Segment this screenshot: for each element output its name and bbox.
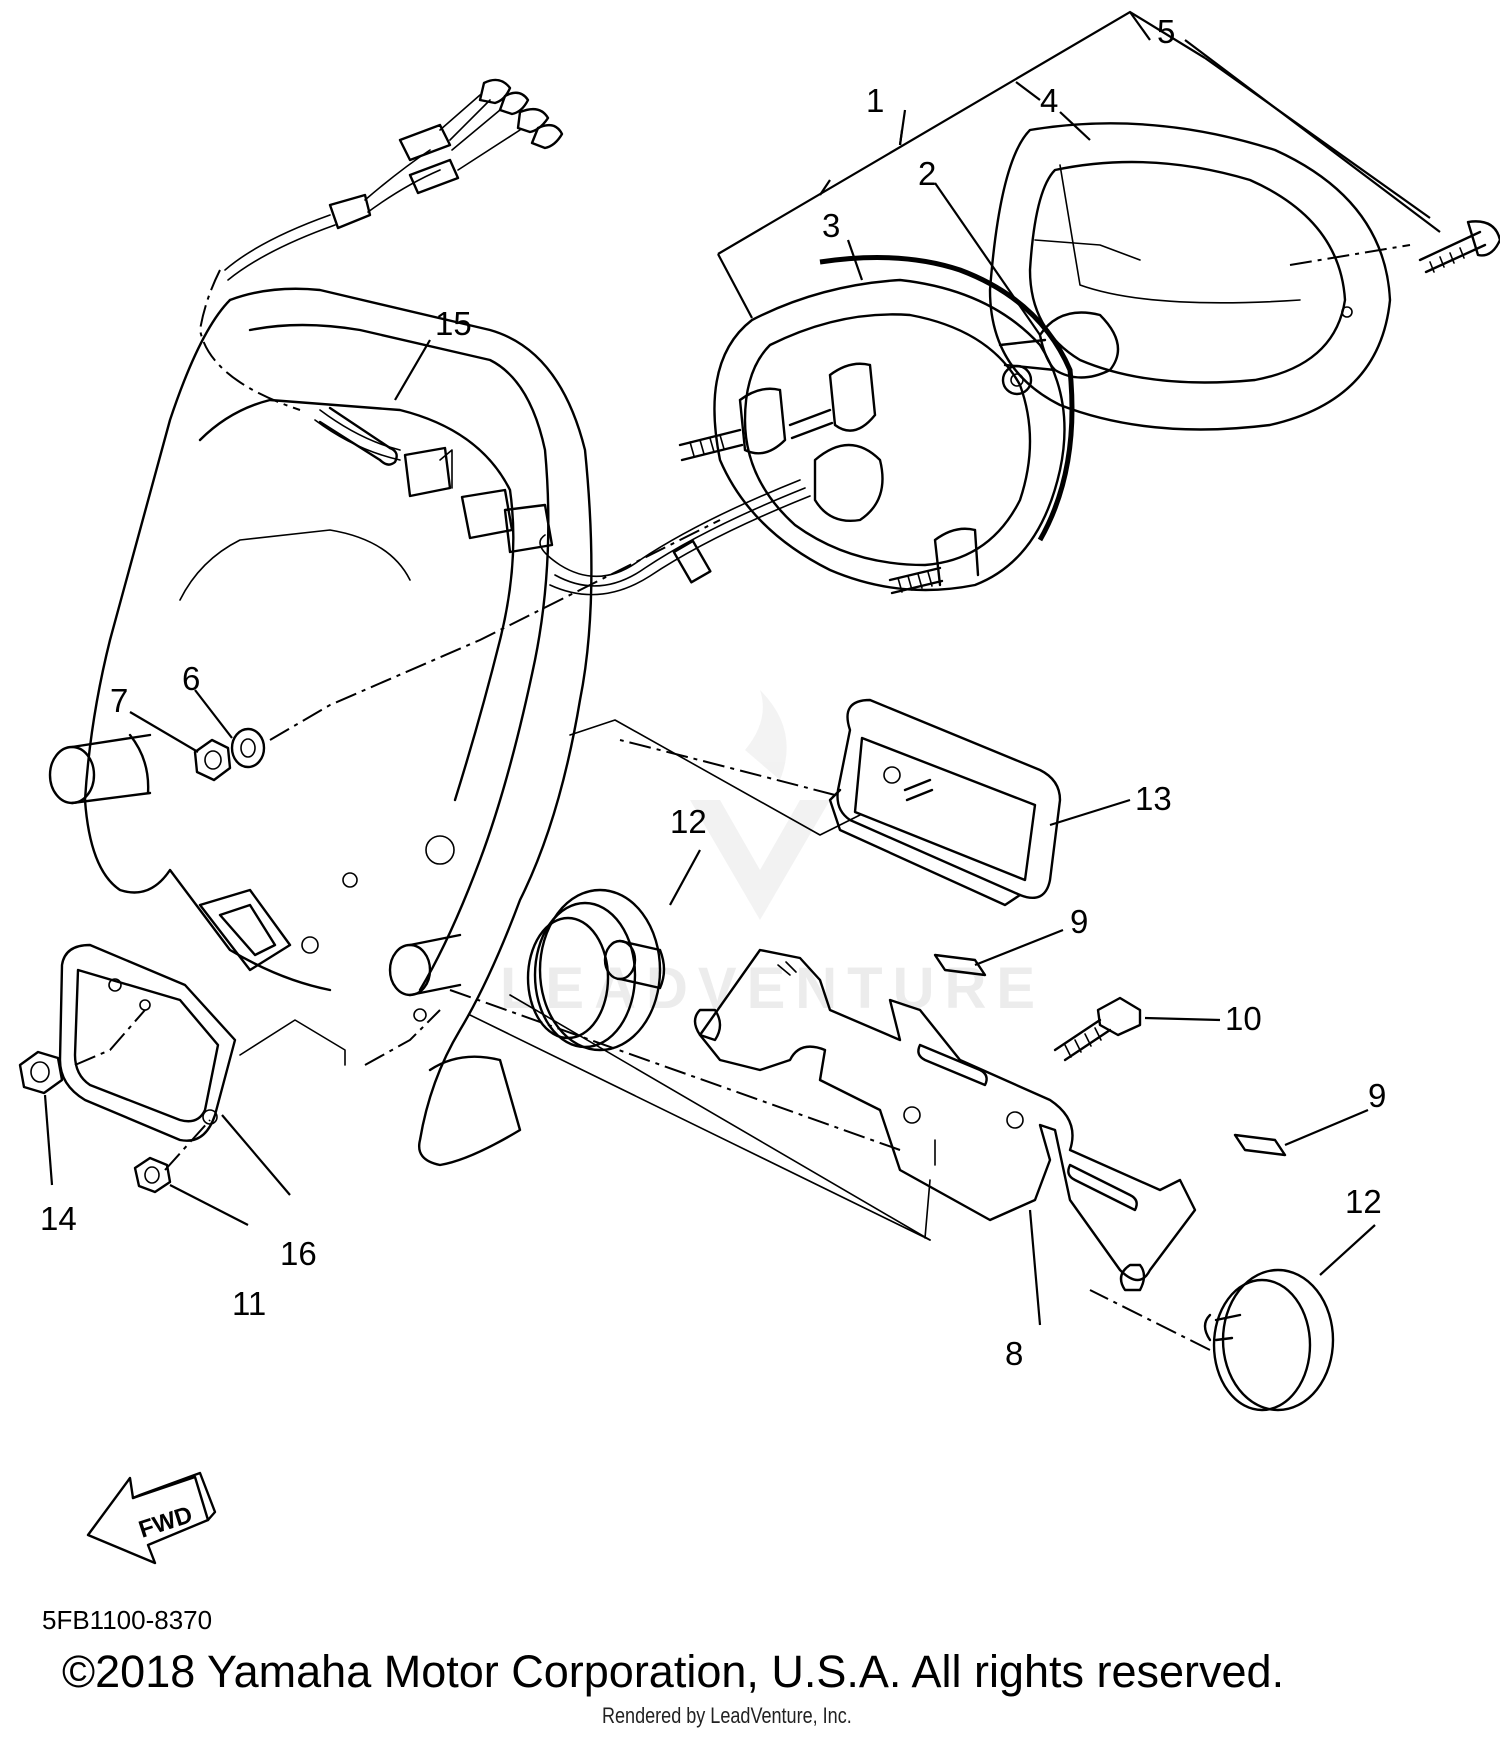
nut-part-14 — [18, 1050, 64, 1095]
callout-10: 10 — [1225, 1000, 1262, 1037]
tail-light-lens-part-4 — [988, 122, 1392, 431]
leader-lines — [43, 39, 1441, 1326]
gasket-part-3 — [819, 255, 1075, 542]
callout-1: 1 — [866, 82, 884, 119]
bolt-part-10 — [1053, 996, 1142, 1062]
callout-6: 6 — [182, 660, 200, 697]
grommet-part-12-b — [1203, 1268, 1335, 1412]
callout-2: 2 — [918, 155, 936, 192]
copyright-notice: ©2018 Yamaha Motor Corporation, U.S.A. A… — [62, 1646, 1285, 1697]
callout-8: 8 — [1005, 1335, 1023, 1372]
clip-part-9-a — [933, 953, 987, 977]
nut-part-7 — [193, 738, 232, 782]
rendered-by-credit: Rendered by LeadVenture, Inc. — [602, 1703, 852, 1728]
callout-7: 7 — [110, 682, 128, 719]
callout-12-b: 12 — [1345, 1183, 1382, 1220]
clip-part-9-b — [1233, 1133, 1287, 1157]
callout-15: 15 — [435, 305, 472, 342]
callout-9-a: 9 — [1070, 903, 1088, 940]
bracket-part-8 — [693, 948, 1197, 1292]
callout-14: 14 — [40, 1200, 77, 1237]
leadventure-watermark: LEADVENTURE — [500, 956, 1046, 1021]
callout-labels: 1 2 3 4 5 6 7 8 9 9 10 11 12 12 13 14 15… — [40, 13, 1386, 1372]
leadventure-logo-watermark — [690, 690, 830, 920]
grommet-part-12-a — [526, 888, 666, 1052]
diagram-code: 5FB1100-8370 — [42, 1605, 213, 1635]
nut-part-11 — [133, 1156, 172, 1194]
fwd-arrow-icon: FWD — [86, 1471, 217, 1565]
callout-9-b: 9 — [1368, 1077, 1386, 1114]
reference-brackets — [239, 10, 1431, 1241]
callout-3: 3 — [822, 207, 840, 244]
callout-13: 13 — [1135, 780, 1172, 817]
license-light-part-13 — [828, 698, 1062, 907]
rear-fender-cover — [48, 287, 593, 1167]
callout-4: 4 — [1040, 82, 1058, 119]
callout-12-a: 12 — [670, 803, 707, 840]
washer-part-6 — [230, 727, 266, 769]
wire-harness — [198, 78, 811, 596]
callout-5: 5 — [1157, 13, 1175, 50]
callout-11: 11 — [232, 1285, 266, 1322]
screw-part-5 — [1418, 220, 1500, 274]
assembly-lines — [74, 244, 1411, 1351]
tail-light-housing-part-1 — [678, 278, 1066, 595]
callout-16: 16 — [280, 1235, 317, 1272]
plate-bracket-part-16 — [58, 943, 237, 1142]
